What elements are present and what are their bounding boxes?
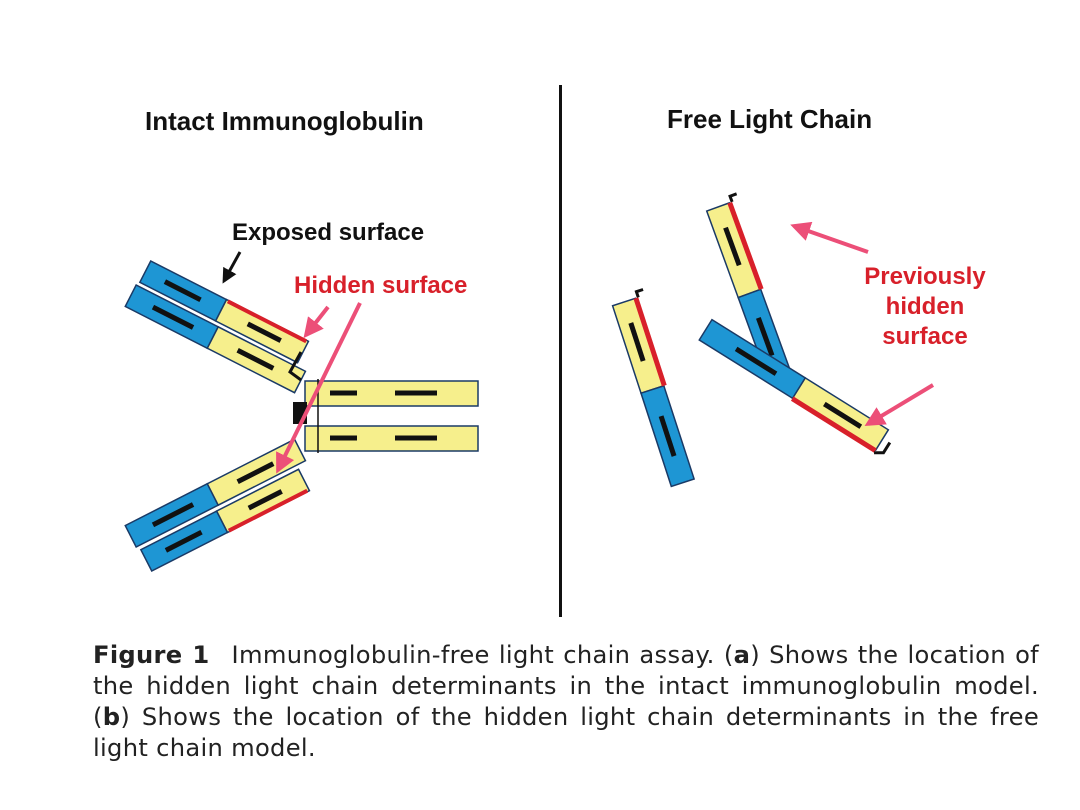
caption-text: ) Shows the location of the hidden light… xyxy=(93,641,1039,731)
previously-hidden-strip xyxy=(727,201,764,291)
panel-divider xyxy=(559,85,562,617)
immunoglobulin-diagram: .hc { fill: #f6ef8c; stroke: #1a3a66; st… xyxy=(124,192,935,573)
hidden-surface-arrow-lower xyxy=(276,302,362,474)
upper-light-chain xyxy=(138,259,310,364)
previously-hidden-arrow-upper xyxy=(790,221,869,254)
previously-hidden-arrow-lower xyxy=(864,383,935,427)
domain-marker xyxy=(151,304,195,330)
upper-fab-arm xyxy=(124,284,307,394)
free-light-chain-title: Free Light Chain xyxy=(667,104,873,134)
previously-hidden-strip xyxy=(633,297,667,387)
domain-marker xyxy=(164,529,203,553)
free-light-chains xyxy=(611,192,935,488)
fc-region xyxy=(293,379,479,453)
previously-hidden-strip xyxy=(790,396,877,453)
free-light-chain-3 xyxy=(698,318,892,455)
chain-terminus xyxy=(874,441,892,455)
hidden-surface-strip xyxy=(227,488,309,533)
exposed-surface-arrow xyxy=(222,251,242,284)
caption-text: Immunoglobulin-free light chain assay. ( xyxy=(231,641,734,669)
domain-marker xyxy=(247,489,283,511)
exposed-surface-label: Exposed surface xyxy=(232,219,425,246)
domain-marker xyxy=(823,401,863,429)
domain-marker xyxy=(658,415,677,457)
chain-terminus xyxy=(634,288,644,298)
domain-marker xyxy=(246,321,282,343)
domain-marker xyxy=(236,347,275,371)
chain-terminus xyxy=(728,192,738,203)
domain-marker xyxy=(723,226,742,267)
caption-part-a: a xyxy=(733,641,751,669)
free-light-chain-2 xyxy=(611,288,696,488)
figure-caption: Figure 1 Immunoglobulin-free light chain … xyxy=(93,640,1039,764)
domain-marker xyxy=(756,317,775,357)
hidden-surface-label: Hidden surface xyxy=(294,272,468,299)
caption-part-b: b xyxy=(102,703,121,731)
caption-text: ) Shows the location of the hidden light… xyxy=(93,703,1039,762)
interchain-link xyxy=(288,351,303,382)
figure-label: Figure 1 xyxy=(93,641,210,669)
free-light-chain-1 xyxy=(705,192,792,382)
domain-marker xyxy=(151,502,195,528)
previously-hidden-surface-label: Previously hidden surface xyxy=(864,263,986,350)
domain-marker xyxy=(236,461,275,485)
hidden-surface-strip xyxy=(226,299,308,344)
hidden-surface-arrow-upper xyxy=(303,305,330,339)
domain-marker xyxy=(163,279,202,303)
lower-light-chain xyxy=(139,468,311,573)
domain-marker xyxy=(628,322,646,362)
domain-marker xyxy=(734,346,778,376)
intact-immunoglobulin-title: Intact Immunoglobulin xyxy=(145,106,424,136)
intact-immunoglobulin xyxy=(124,251,479,573)
